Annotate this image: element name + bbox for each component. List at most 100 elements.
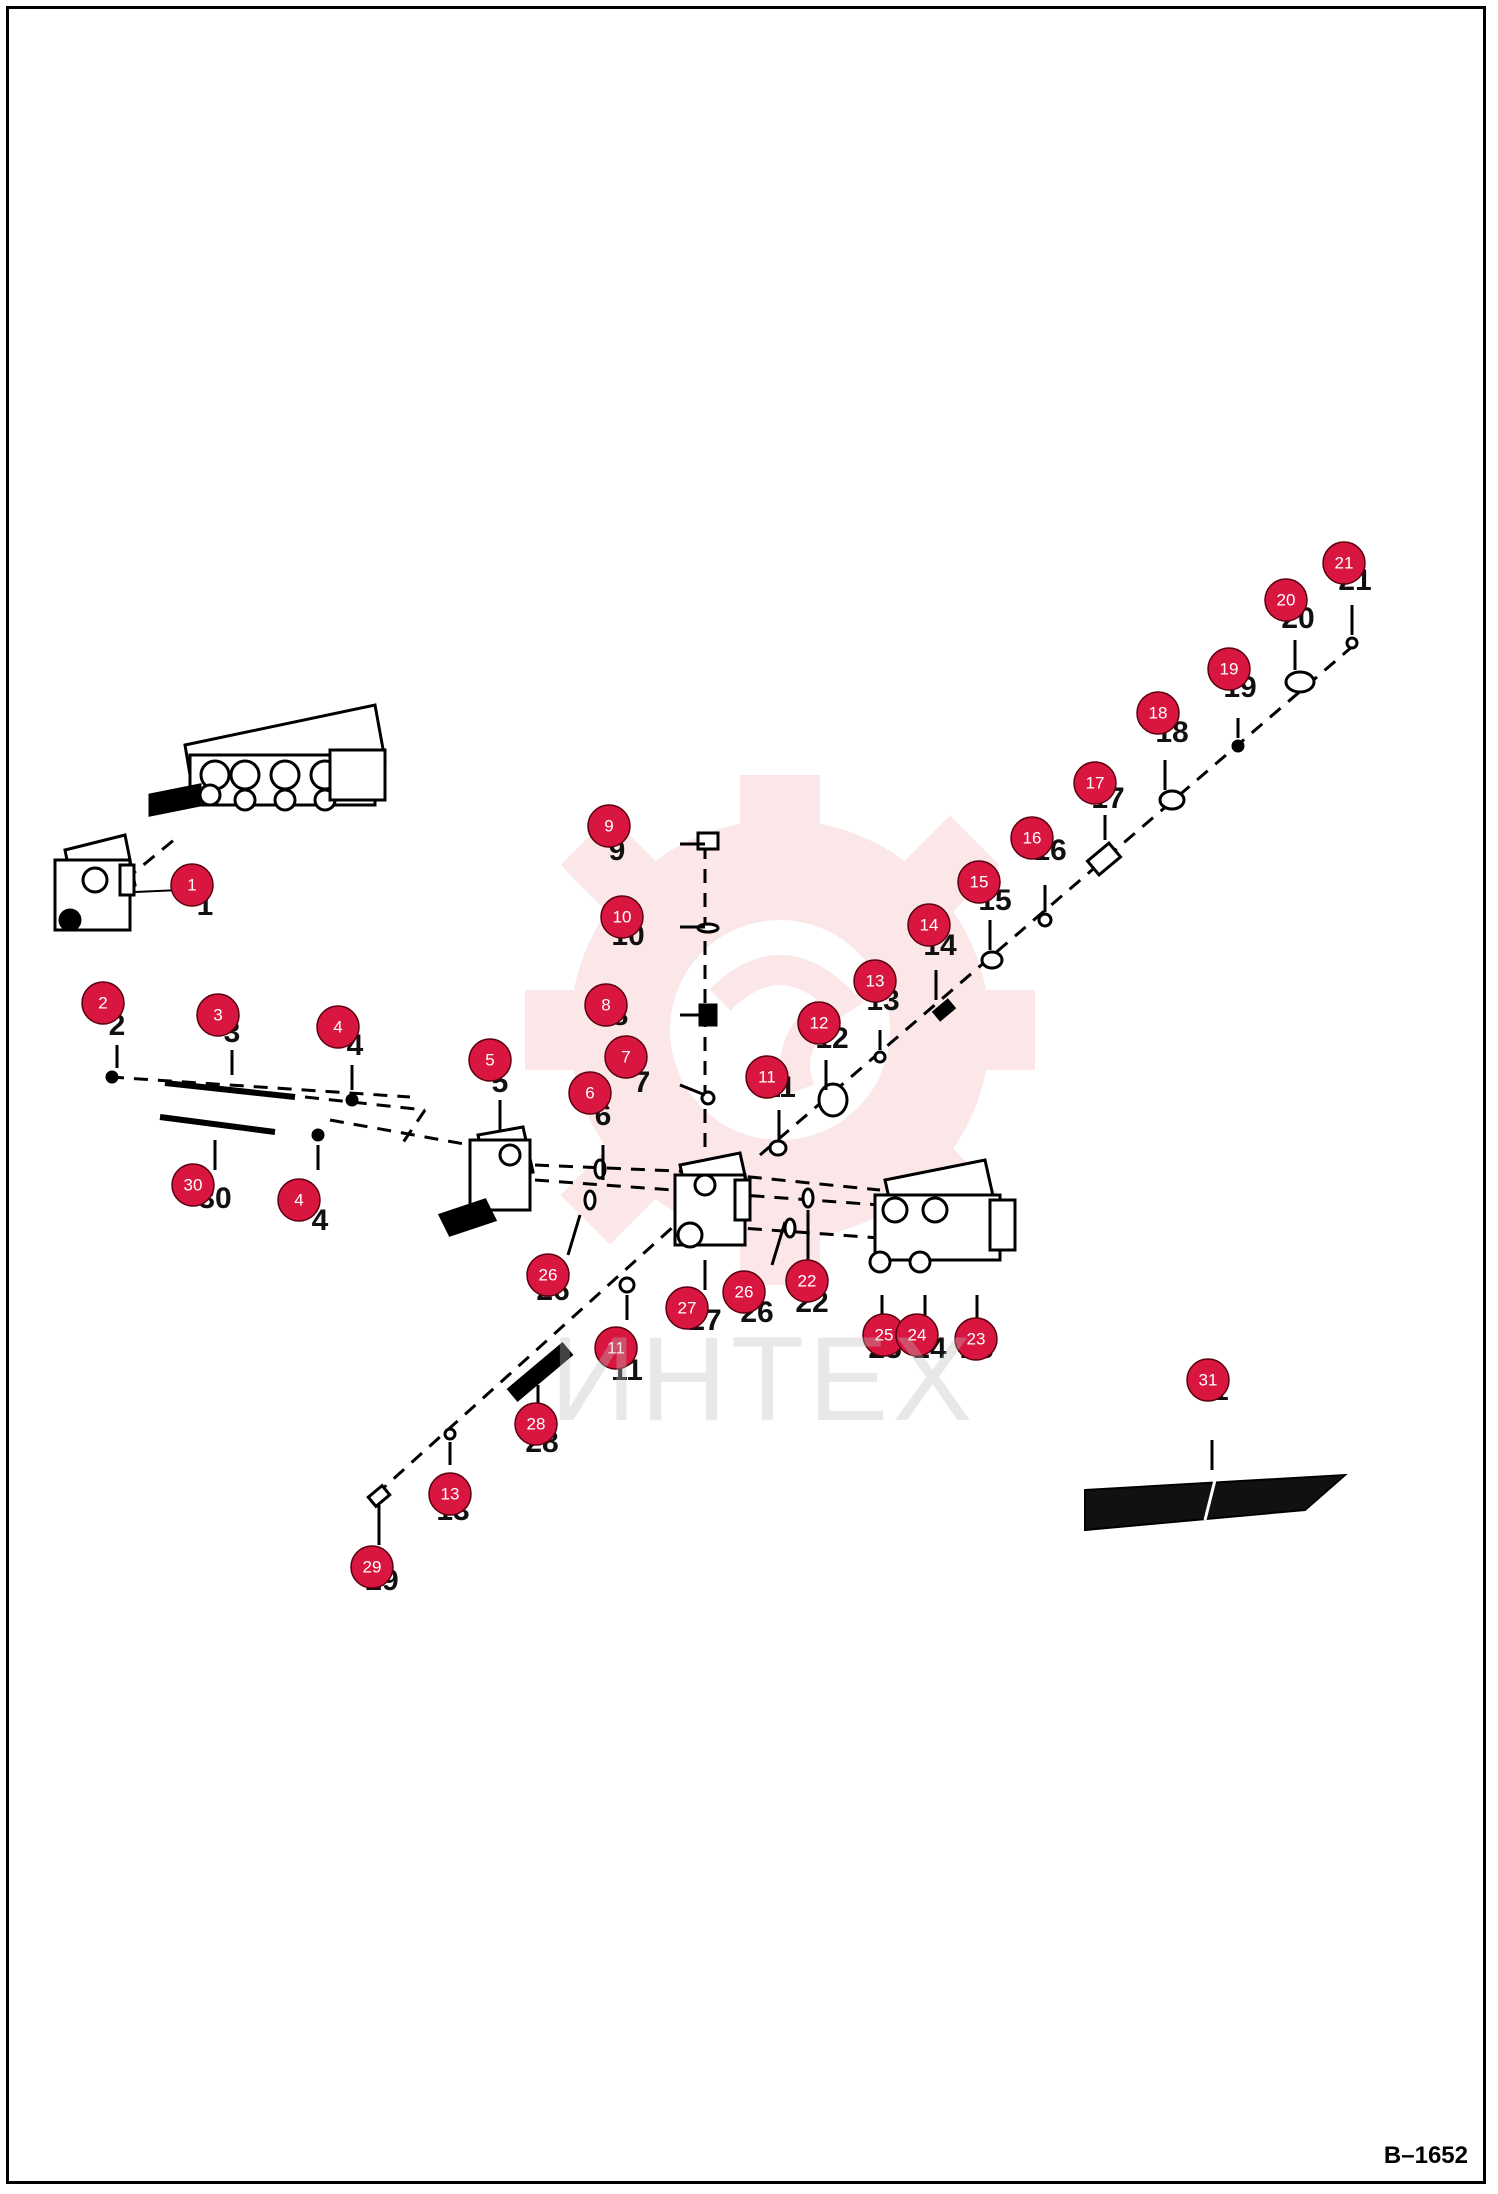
callout-18: 18 — [1136, 691, 1180, 735]
figure-id-label: B–1652 — [1383, 2142, 1468, 2169]
callout-number: 11 — [607, 1339, 625, 1358]
callout-circle — [170, 863, 214, 907]
inlet-body-drawing — [437, 1125, 535, 1237]
callout-circle — [1207, 647, 1251, 691]
callout-circle — [1136, 691, 1180, 735]
callout-1: 1 — [170, 863, 214, 907]
callout-20: 20 — [1264, 578, 1308, 622]
callout-number: 6 — [585, 1084, 594, 1103]
callout-circle — [1010, 816, 1054, 860]
callout-21: 21 — [1322, 541, 1366, 585]
callout-circle — [594, 1326, 638, 1370]
callout-2: 2 — [81, 981, 125, 1025]
callout-circle — [587, 804, 631, 848]
callout-27: 27 — [665, 1286, 709, 1330]
callout-circle — [745, 1055, 789, 1099]
callout-circle — [604, 1035, 648, 1079]
callout-number: 4 — [333, 1018, 342, 1037]
callout-layer: 1234567891011121314151617181920214302627… — [81, 541, 1366, 1589]
callout-circle — [196, 993, 240, 1037]
callout-22: 22 — [785, 1259, 829, 1303]
callout-number: 7 — [621, 1048, 630, 1067]
callout-number: 10 — [613, 908, 632, 927]
callout-number: 30 — [184, 1176, 203, 1195]
callout-circle — [316, 1005, 360, 1049]
callout-13: 13 — [428, 1472, 472, 1516]
callout-circle — [526, 1253, 570, 1297]
callout-26: 26 — [722, 1270, 766, 1314]
callout-number: 31 — [1199, 1371, 1218, 1390]
callout-number: 4 — [294, 1191, 303, 1210]
callout-circle — [600, 895, 644, 939]
callout-7: 7 — [604, 1035, 648, 1079]
callout-number: 3 — [213, 1006, 222, 1025]
callout-4: 4 — [277, 1178, 321, 1222]
callout-number: 9 — [604, 817, 613, 836]
callout-15: 15 — [957, 860, 1001, 904]
callout-19: 19 — [1207, 647, 1251, 691]
callout-number: 12 — [810, 1014, 829, 1033]
callout-12: 12 — [797, 1001, 841, 1045]
callout-number: 27 — [678, 1299, 697, 1318]
callout-circle — [907, 903, 951, 947]
callout-number: 22 — [798, 1272, 817, 1291]
callout-number: 20 — [1277, 591, 1296, 610]
callout-circle — [468, 1038, 512, 1082]
control-valve-assembly-drawing — [148, 703, 387, 817]
callout-13: 13 — [853, 959, 897, 1003]
callout-11: 11 — [745, 1055, 789, 1099]
callout-17: 17 — [1073, 761, 1117, 805]
callout-number: 26 — [539, 1266, 558, 1285]
callout-circle — [1073, 761, 1117, 805]
callout-number: 14 — [920, 916, 939, 935]
callout-number: 19 — [1220, 660, 1239, 679]
callout-23: 23 — [954, 1317, 998, 1361]
leader-lines — [115, 605, 1354, 1545]
callout-number: 25 — [875, 1326, 894, 1345]
callout-circle — [1264, 578, 1308, 622]
callout-circle — [81, 981, 125, 1025]
callout-26: 26 — [526, 1253, 570, 1297]
callout-30: 30 — [171, 1163, 215, 1207]
callout-circle — [722, 1270, 766, 1314]
callout-28: 28 — [514, 1402, 558, 1446]
callout-number: 2 — [98, 994, 107, 1013]
callout-circle — [1186, 1358, 1230, 1402]
callout-4: 4 — [316, 1005, 360, 1049]
callout-number: 17 — [1086, 774, 1105, 793]
callout-circle — [1322, 541, 1366, 585]
inlet-section-drawing — [53, 833, 137, 932]
callout-5: 5 — [468, 1038, 512, 1082]
callout-number: 18 — [1149, 704, 1168, 723]
callout-circle — [514, 1402, 558, 1446]
callout-number: 21 — [1335, 554, 1354, 573]
callout-14: 14 — [907, 903, 951, 947]
decal-drawing — [1084, 1473, 1348, 1532]
callout-circle — [895, 1313, 939, 1357]
tie-rods-drawing — [105, 1070, 359, 1142]
callout-number: 11 — [758, 1068, 776, 1087]
callout-8: 8 — [584, 983, 628, 1027]
spool-parts-drawing — [768, 636, 1359, 1157]
callout-9: 9 — [587, 804, 631, 848]
callout-circle — [665, 1286, 709, 1330]
callout-circle — [350, 1545, 394, 1589]
callout-31: 31 — [1186, 1358, 1230, 1402]
callout-circle — [785, 1259, 829, 1303]
callout-circle — [428, 1472, 472, 1516]
callout-circle — [584, 983, 628, 1027]
callout-number: 28 — [527, 1415, 546, 1434]
callout-number: 13 — [441, 1485, 460, 1504]
callout-number: 13 — [866, 972, 885, 991]
outlet-valve-drawing — [868, 1158, 1017, 1274]
callout-29: 29 — [350, 1545, 394, 1589]
callout-number: 26 — [735, 1283, 754, 1302]
callout-16: 16 — [1010, 816, 1054, 860]
valve-section-drawing — [673, 1151, 752, 1249]
callout-number: 29 — [363, 1558, 382, 1577]
callout-number: 5 — [485, 1051, 494, 1070]
callout-circle — [957, 860, 1001, 904]
callout-24: 24 — [895, 1313, 939, 1357]
callout-number: 24 — [908, 1326, 927, 1345]
